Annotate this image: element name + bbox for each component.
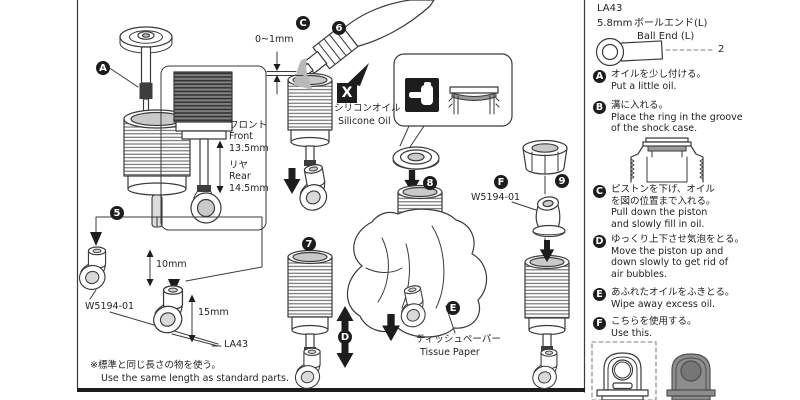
badge-c: C [593,185,606,198]
instruction-a-jp: オイルを少し付ける。 [611,69,707,80]
badge-d: D [593,235,606,248]
ball-end-15mm [149,285,186,337]
part-name-jp: ボールエンド(L) [634,18,708,29]
ball-end-step7 [291,347,324,392]
oil-bottle [300,0,435,76]
badge-a: A [593,70,606,83]
part-la43-label: LA43 [224,339,249,350]
step-e-badge: E [446,301,460,315]
instruction-a-en: Put a little oil. [611,80,677,92]
front-rear-length-box [160,65,267,231]
instruction-f-jp: こちらを使用する。 [611,316,697,327]
front-length-label: 13.5mm [229,143,269,154]
down-arrow-step7 [335,341,355,369]
tissue-en-label: Tissue Paper [420,347,480,358]
step-9-badge: 9 [555,174,569,188]
shock-case-step6 [266,51,369,166]
instruction-c-jp1: ピストンを下げ、オイル [611,184,715,195]
main-diagram-frame [76,0,586,393]
instruction-c-en1: Pull down the piston [611,207,708,218]
silicone-oil-jp-label: シリコンオイル [334,103,401,114]
front-jp-label: フロント [229,120,268,131]
length-10mm-label: 10mm [156,259,187,270]
shock-step7 [287,249,333,353]
badge-f: F [593,317,606,330]
instruction-e-jp: あふれたオイルをふきとる。 [611,287,735,298]
part-w5194-right-label: W5194-01 [471,192,521,203]
up-arrow-step7 [335,305,355,333]
measure-10mm [146,249,154,287]
measure-15mm [188,294,196,343]
instruction-b: B 溝に入れる。 Place the ring in the groove of… [593,100,743,135]
diaphragm-part [392,146,440,170]
step-5-badge: 5 [110,206,124,220]
instruction-d-jp: ゆっくり上下させ気泡をとる。 [611,234,745,245]
step-6-badge: 6 [332,21,346,35]
step-8-badge: 8 [423,176,437,190]
instruction-d-en2: down slowly to get rid of [611,257,729,268]
part-qty: 2 [718,44,725,55]
length-15mm-label: 15mm [198,307,229,318]
step9-group [511,139,570,352]
badge-e: E [593,288,606,301]
mount-part-used [666,353,716,400]
instruction-d: D ゆっくり上下させ気泡をとる。 Move the piston up and … [593,234,744,280]
step-7-badge: 7 [302,237,316,251]
ball-end-step9 [529,348,560,393]
instruction-c-jp2: を図の位置まで入れる。 [611,195,716,207]
step-c-badge: C [296,16,310,30]
instruction-d-en1: Move the piston up and [611,245,724,257]
instruction-d-en3: air bubbles. [611,268,667,280]
part-size: 5.8mm [597,18,633,29]
instruction-a: A オイルを少し付ける。 Put a little oil. [593,69,706,92]
instruction-c-en2: and slowly fill in oil. [611,218,705,230]
instruction-e: E あふれたオイルをふきとる。 Wipe away excess oil. [593,287,735,310]
instruction-b-en2: of the shock case. [611,123,698,134]
piston-rod-part [107,26,173,129]
ball-end-part-icon [595,37,715,67]
step8-callout-box [393,53,513,151]
front-en-label: Front [229,131,254,142]
down-arrow-step6 [282,167,302,195]
step-d-badge: D [338,330,352,344]
rear-jp-label: リヤ [229,160,249,171]
instruction-e-en: Wipe away excess oil. [611,298,716,310]
step-a-badge: A [96,61,110,75]
rear-en-label: Rear [229,171,251,182]
note-en: Use the same length as standard parts. [101,373,289,384]
instruction-f: F こちらを使用する。 Use this. [593,316,697,339]
part-w5194-left-label: W5194-01 [85,301,135,312]
instruction-b-en1: Place the ring in the groove [611,111,743,123]
unused-part-dashed-box [591,341,657,400]
no-silicone-x-icon: X [337,83,357,103]
note-jp: ※標準と同じ長さの物を使う。 [90,360,221,371]
badge-b: B [593,101,606,114]
silicone-oil-en-label: Silicone Oil [338,116,391,127]
part-name-en: Ball End (L) [637,31,695,42]
ball-end-10mm [75,246,109,294]
instruction-c: C ピストンを下げ、オイル を図の位置まで入れる。 Pull down the … [593,184,716,230]
rear-length-label: 14.5mm [229,183,269,194]
case-cross-section [630,137,704,183]
tissue-jp-label: ティッシュペーパー [416,334,501,345]
ball-end-step6 [290,162,334,217]
part-code: LA43 [597,3,623,14]
gap-label: 0~1mm [255,34,294,45]
mount-part-unused [596,352,649,400]
step-f-badge: F [494,175,508,189]
instruction-b-jp: 溝に入れる。 [611,100,669,111]
instruction-f-en: Use this. [611,327,653,339]
